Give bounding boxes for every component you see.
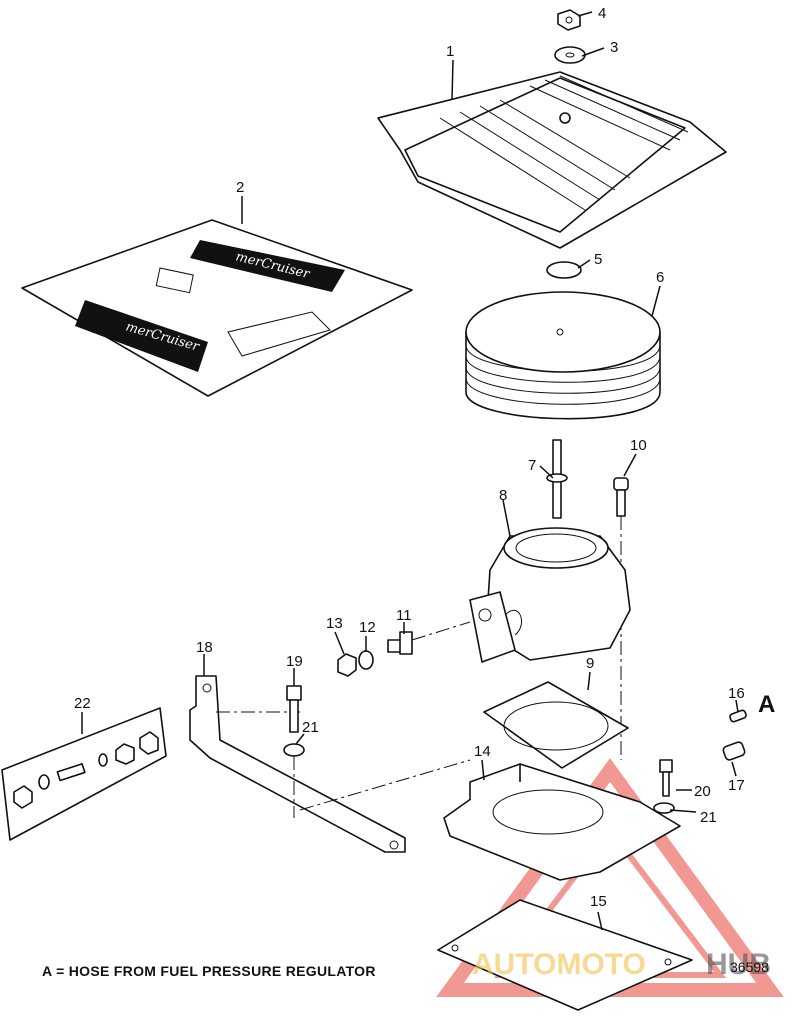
nut — [557, 9, 581, 31]
screw — [613, 477, 629, 517]
callout-3: 3 — [610, 39, 618, 56]
leader-lines — [81, 11, 739, 931]
callout-4: 4 — [598, 5, 606, 22]
callout-1: 1 — [446, 43, 454, 60]
callout-11: 11 — [396, 607, 412, 624]
callout-13: 13 — [326, 615, 343, 632]
adaptor-bolt — [659, 759, 673, 797]
watermark-text-right: HUB — [706, 948, 771, 981]
fitting-nut — [337, 653, 357, 677]
decal-sheet: merCruiser merCruiser — [21, 219, 413, 397]
base-gasket — [437, 899, 693, 1011]
fitting — [387, 631, 413, 655]
callout-16: 16 — [728, 685, 745, 702]
watermark-text: AUTOMOTO HUB — [472, 948, 771, 981]
plug — [722, 741, 746, 761]
throttle-body — [469, 527, 631, 663]
callout-12: 12 — [359, 619, 376, 636]
callout-10: 10 — [630, 437, 647, 454]
callout-20: 20 — [694, 783, 711, 800]
callout-7: 7 — [528, 457, 536, 474]
bracket-washer — [283, 743, 305, 757]
hardware-kit — [1, 707, 167, 841]
stud — [546, 439, 568, 519]
fitting-washer — [358, 650, 374, 670]
callout-19: 19 — [286, 653, 303, 670]
callout-8: 8 — [499, 487, 507, 504]
throttle-body-gasket — [483, 681, 629, 769]
washer — [554, 46, 586, 64]
callout-15: 15 — [590, 893, 607, 910]
spacer-washer — [546, 261, 582, 279]
callout-14: 14 — [474, 743, 491, 760]
throttle-bracket — [189, 675, 406, 853]
callout-17: 17 — [728, 777, 745, 794]
callout-18: 18 — [196, 639, 213, 656]
throttle-adaptor — [443, 763, 681, 881]
callout-5: 5 — [594, 251, 602, 268]
callout-9: 9 — [586, 655, 594, 672]
bracket-bolt — [286, 685, 302, 733]
callout-labels: 1 2 3 4 5 6 7 8 9 10 11 12 13 14 15 16 1… — [74, 5, 745, 910]
callout-2: 2 — [236, 179, 244, 196]
callout-21-left: 21 — [302, 719, 319, 736]
engine-cover — [377, 71, 727, 249]
adaptor-washer — [653, 802, 675, 814]
callout-21-right: 21 — [700, 809, 717, 826]
legend-note: A = HOSE FROM FUEL PRESSURE REGULATOR — [42, 963, 376, 979]
watermark-text-left: AUTOMOTO — [472, 948, 646, 981]
detail-marker: A — [758, 691, 775, 718]
flame-arrestor — [465, 291, 661, 420]
callout-22: 22 — [74, 695, 91, 712]
callout-6: 6 — [656, 269, 664, 286]
hose-fitting — [729, 709, 747, 723]
drawing-number: 36598 — [730, 959, 769, 975]
